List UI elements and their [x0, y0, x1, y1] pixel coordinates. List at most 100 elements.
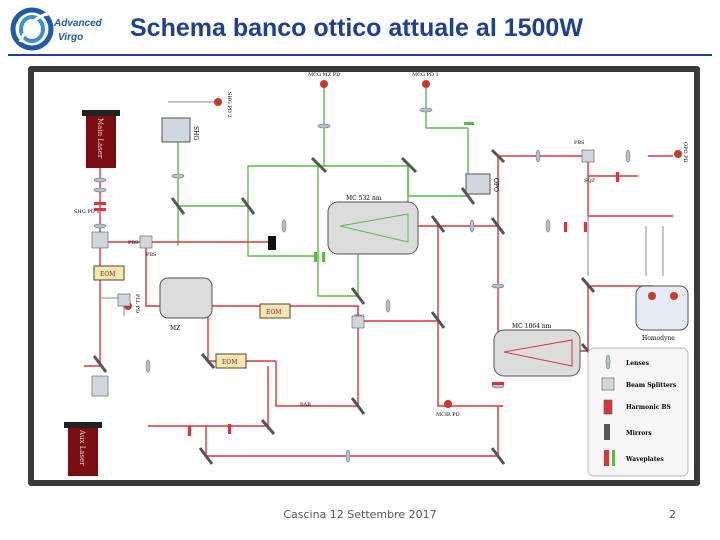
- waveplate: [492, 382, 504, 385]
- lens: [93, 187, 107, 193]
- lens: [419, 107, 433, 113]
- beam-splitter: [351, 315, 365, 329]
- shg-label: SHG: [192, 126, 199, 140]
- green-beam-1: [177, 128, 359, 297]
- harmonic-bs-icon: [603, 399, 613, 415]
- logo-ring-outer: [10, 7, 54, 51]
- mc532-cavity: MC 532 nm: [327, 195, 419, 255]
- homodyne-pd-left: [648, 292, 656, 300]
- eom-1-box: [93, 265, 125, 281]
- mirror: [170, 197, 186, 215]
- waveplate-icon-green: [612, 450, 615, 466]
- page-number: 2: [669, 508, 676, 521]
- waveplates: [94, 172, 619, 436]
- waveplate: [564, 222, 567, 232]
- mirror: [92, 355, 108, 373]
- waveplate: [314, 252, 317, 262]
- lens: [171, 173, 185, 179]
- waveplate: [94, 208, 106, 211]
- lens: [93, 177, 107, 183]
- legend: Lenses Beam Splitters Harmonic BS Mirror…: [587, 347, 689, 477]
- mc1064-box: [493, 329, 581, 377]
- main-laser-cap: [82, 110, 120, 116]
- shg-pd2-label: SHG PD 2: [226, 92, 232, 118]
- lens: [625, 149, 631, 163]
- waveplate: [616, 172, 619, 182]
- mirror: [490, 148, 506, 164]
- lens: [535, 149, 541, 163]
- mcir-pd-label: MCIR PD: [436, 412, 460, 418]
- legend-item-lenses: Lenses: [605, 354, 650, 370]
- mirror: [240, 197, 256, 215]
- mirror: [580, 277, 596, 293]
- lens: [545, 219, 551, 233]
- mirror: [350, 397, 366, 415]
- mcg-mz-pd-detector: [320, 80, 328, 88]
- logo-swoosh: [18, 12, 49, 43]
- shg-pd1-label: SHG PD 1: [74, 209, 100, 215]
- beam-dump: [268, 236, 276, 250]
- logo-text-advanced: Advanced: [53, 18, 103, 29]
- eom-3: EOM: [215, 353, 247, 369]
- mcg-pd1-detector: [422, 80, 430, 88]
- waveplate: [188, 426, 191, 436]
- legend-label: Beam Splitters: [626, 382, 677, 389]
- opo-pd-detector: [674, 150, 682, 158]
- mz-label: MZ: [170, 325, 180, 332]
- waveplate-icon: [604, 450, 609, 466]
- main-laser-body: [86, 112, 116, 168]
- legend-label: Waveplates: [625, 456, 664, 463]
- main-laser: Main Laser: [82, 110, 120, 168]
- red-beam-return: [205, 406, 499, 457]
- mirror: [430, 215, 446, 233]
- lens: [385, 299, 391, 313]
- logo-ring-inner: [19, 15, 45, 43]
- sqz-label: SQZ: [584, 178, 596, 184]
- mc1064-cavity: MC 1064 nm: [493, 323, 581, 377]
- mc532-beam-triangle: [339, 213, 409, 243]
- red-beam-opo: [438, 155, 673, 227]
- beam-splitter: [91, 375, 109, 397]
- optical-bench-svg: Main Laser Aux Laser SHG SHG PD 2 SHG PD…: [34, 72, 694, 480]
- mirror: [430, 311, 446, 329]
- opo-box: [465, 173, 491, 195]
- lens: [491, 283, 505, 289]
- legend-item-mirrors: Mirrors: [604, 424, 652, 440]
- mcg-pd1-label: MCG PD 1: [412, 72, 439, 78]
- mirror: [350, 287, 366, 305]
- waveplate: [94, 202, 106, 205]
- red-beam-pbs: [275, 324, 359, 407]
- aux-laser-label: Aux Laser: [78, 429, 86, 466]
- legend-label: Mirrors: [626, 430, 652, 437]
- homodyne-box: [635, 285, 689, 331]
- logo-text-virgo: Virgo: [58, 32, 83, 43]
- homodyne-pd-right: [670, 292, 678, 300]
- lens: [469, 219, 475, 233]
- legend-item-beam-splitters: Beam Splitters: [601, 377, 677, 391]
- eom-2-box: [259, 303, 291, 319]
- shg-box: [161, 117, 191, 143]
- opo-label: OPO: [492, 178, 499, 192]
- beam-splitter-icon: [601, 377, 615, 391]
- opo-pd-label: OPO PD: [682, 142, 688, 163]
- mcir-pd-detector: [444, 400, 452, 408]
- homodyne-label: Homodyne: [642, 335, 675, 342]
- mirror: [490, 217, 506, 235]
- page-title: Schema banco ottico attuale al 1500W: [130, 14, 583, 42]
- main-laser-label: Main Laser: [96, 118, 104, 159]
- mirror: [310, 156, 328, 174]
- beam-splitters: [91, 149, 595, 397]
- legend-item-waveplates: Waveplates: [604, 450, 664, 466]
- lens: [317, 123, 331, 129]
- mirror: [490, 447, 506, 465]
- mc532-label: MC 532 nm: [346, 195, 382, 202]
- lens: [93, 223, 107, 229]
- mc1064-label: MC 1064 nm: [512, 323, 552, 330]
- pbs-label-top: PBS: [574, 140, 585, 146]
- mirror: [200, 353, 216, 369]
- mz-interferometer: MZ: [159, 277, 213, 332]
- waveplate: [584, 222, 587, 232]
- legend-item-harmonic-bs: Harmonic BS: [603, 399, 671, 415]
- mz-box: [159, 277, 213, 319]
- shg-pd2-detector: [214, 98, 222, 106]
